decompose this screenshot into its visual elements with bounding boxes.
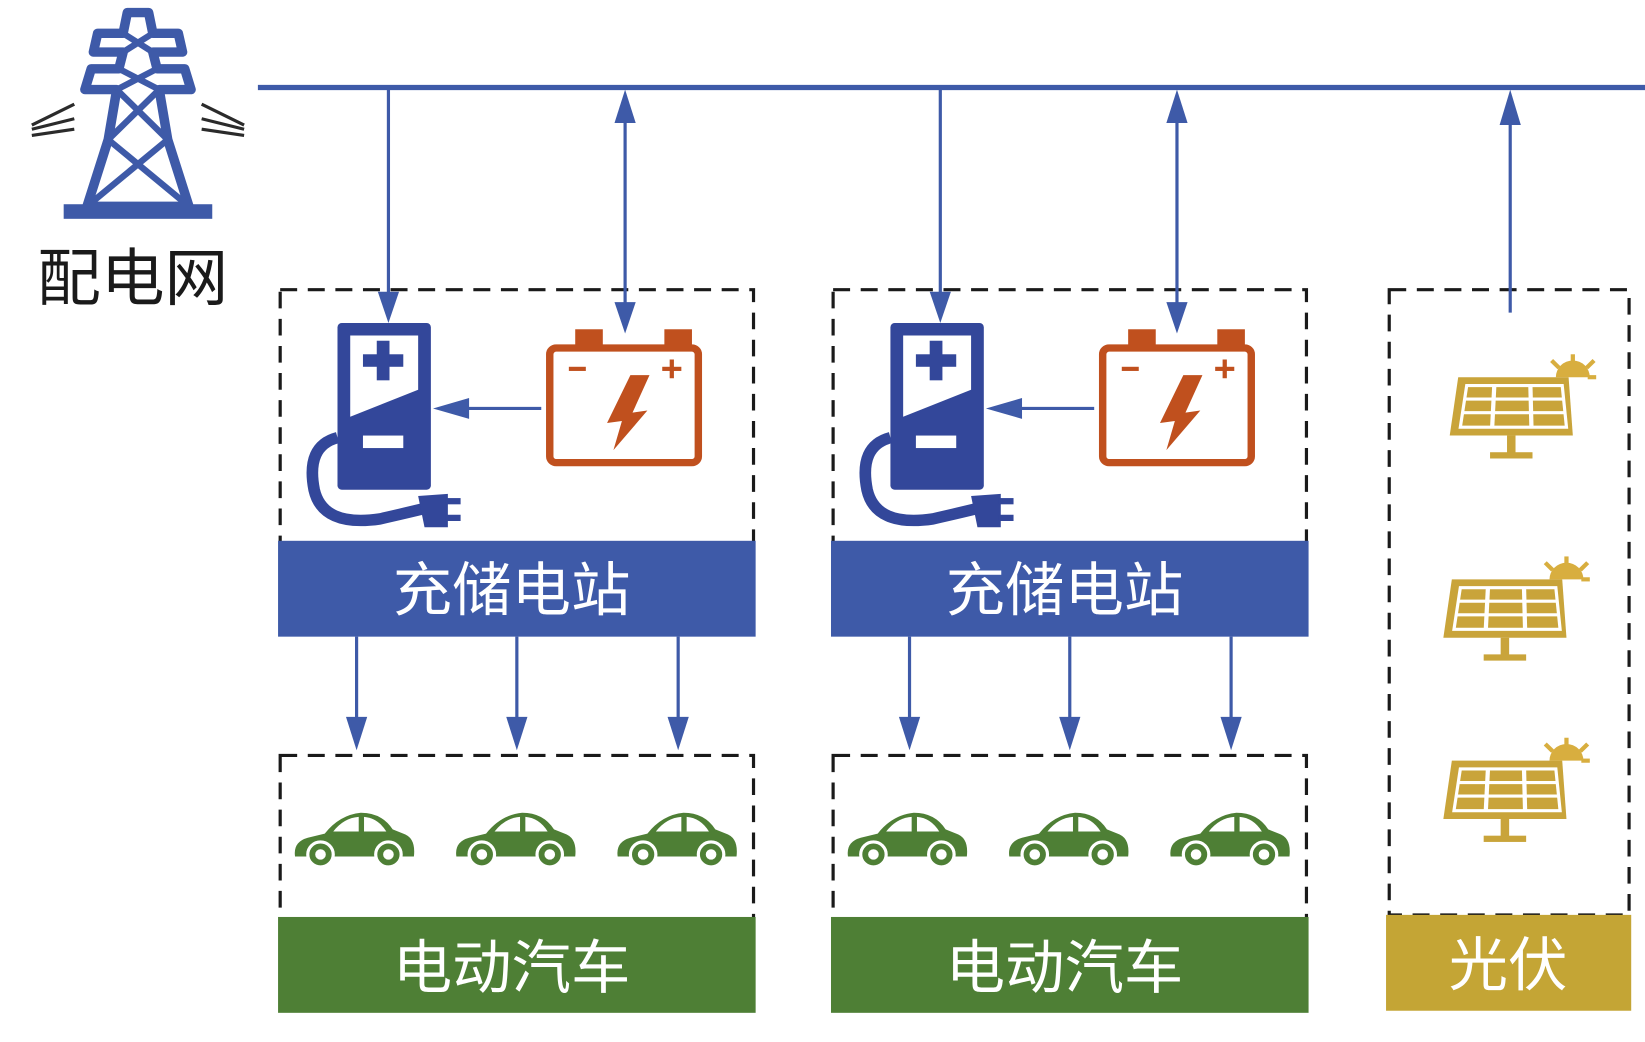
car-icon <box>615 811 739 869</box>
station-group-1: 充储电站 电动汽车 <box>278 87 756 1013</box>
car-icon <box>454 811 578 869</box>
flow-grid-battery-bidirectional <box>614 89 636 334</box>
power-tower-icon <box>32 13 244 219</box>
ev-label: 电动汽车 <box>393 933 631 1001</box>
station-label-bar <box>830 540 1309 637</box>
flow-pv-to-grid <box>1499 89 1521 313</box>
grid-label: 配电网 <box>37 242 228 315</box>
station-group-2: 充储电站 电动汽车 <box>830 87 1309 1013</box>
station-label: 充储电站 <box>393 556 631 624</box>
pv-label-bar <box>1386 914 1632 1011</box>
flow-station-to-ev <box>345 636 689 751</box>
pv-label: 光伏 <box>1449 931 1568 999</box>
pv-group: 光伏 <box>1386 89 1632 1011</box>
ev-charger-icon <box>312 323 460 527</box>
battery-icon <box>1103 329 1252 462</box>
ev-label: 电动汽车 <box>946 933 1184 1001</box>
car-icon <box>846 811 969 869</box>
ev-label-bar <box>278 916 756 1013</box>
ev-charger-icon <box>865 323 1013 527</box>
flow-grid-battery-bidirectional <box>1166 89 1188 334</box>
car-icon <box>293 811 416 869</box>
flow-station-to-ev <box>898 636 1242 751</box>
battery-icon <box>550 329 699 462</box>
solar-panel-icon <box>1450 354 1596 458</box>
flow-grid-to-charger <box>377 87 400 324</box>
flow-grid-to-charger <box>929 87 951 324</box>
ev-label-bar <box>830 916 1309 1013</box>
solar-panel-icon <box>1443 738 1589 842</box>
car-icon <box>1168 811 1292 869</box>
car-icon <box>1007 811 1131 869</box>
ev-dashed-box <box>831 753 1309 924</box>
station-label: 充储电站 <box>946 556 1184 624</box>
ev-dashed-box <box>278 753 756 924</box>
flow-battery-to-charger <box>433 398 542 419</box>
solar-panel-icon <box>1443 556 1589 660</box>
station-label-bar <box>278 540 756 637</box>
flow-battery-to-charger <box>985 398 1095 419</box>
